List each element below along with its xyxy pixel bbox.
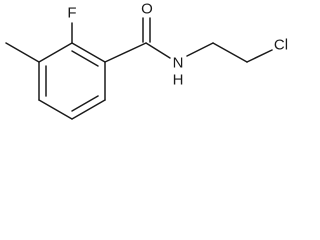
bond-ch2-ch2 — [212, 42, 248, 63]
fluorine-atom-label: F — [67, 5, 76, 22]
oxygen-atom-label: O — [141, 1, 153, 18]
chemical-structure: F O N H Cl — [5, 1, 288, 120]
ring-bond-c5-c6 — [71, 99, 106, 120]
bond-nitrogen-ch2 — [186, 42, 214, 57]
ring-double-bond-inner-3 — [71, 95, 99, 112]
bond-ch2-chlorine — [246, 49, 273, 63]
bond-carbonyl-nitrogen — [145, 42, 171, 59]
amide-hydrogen-label: H — [173, 72, 184, 89]
benzene-ring — [38, 42, 106, 120]
ring-double-bond-inner-1 — [71, 50, 99, 67]
bond-c3-methyl — [5, 42, 40, 63]
chlorine-atom-label: Cl — [274, 37, 288, 54]
ring-bond-c2-c3 — [38, 42, 73, 63]
nitrogen-atom-label: N — [173, 55, 184, 72]
bond-ring-carbonyl-carbon — [104, 42, 147, 63]
ring-bond-c4-c5 — [38, 99, 73, 120]
ring-bond-c1-c2 — [71, 42, 106, 63]
